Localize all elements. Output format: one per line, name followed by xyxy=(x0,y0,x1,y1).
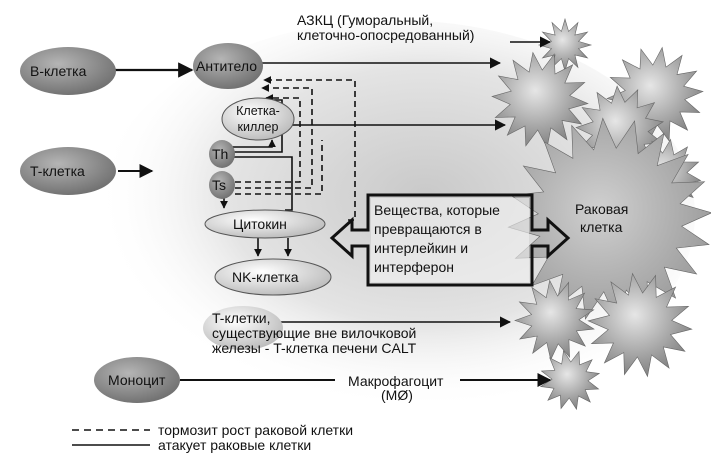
extrathymic-shape xyxy=(203,306,283,350)
dash-ts-1 xyxy=(235,94,301,183)
th-to-killer-1 xyxy=(232,139,276,148)
extrathymic-label-2: существующие вне вилочковой xyxy=(212,325,417,341)
extrathymic-label-1: T-клетки, xyxy=(212,310,271,326)
killer-cell-shape xyxy=(221,97,295,141)
th-to-cytokine xyxy=(232,156,293,211)
dash-ts-2 xyxy=(235,84,313,189)
cytokine-label: Цитокин xyxy=(233,216,287,232)
th-label: Th xyxy=(212,146,229,162)
b-cell-shape xyxy=(20,47,116,95)
ts-shape xyxy=(209,171,235,199)
cancer-cell-star xyxy=(491,51,589,149)
cancer-cell-star xyxy=(514,279,595,361)
substances-line-1: Вещества, которые xyxy=(374,202,500,218)
ts-label: Ts xyxy=(212,177,226,193)
killer-cell-label-2: киллер xyxy=(237,120,279,134)
antibody-shape xyxy=(193,43,263,89)
cancer-cell-cluster xyxy=(491,17,711,411)
t-cell-shape xyxy=(20,147,116,195)
adcc-label-1: АЗКЦ (Гуморальный, xyxy=(297,12,434,28)
substances-box xyxy=(329,193,571,287)
legend-dashed-label: тормозит рост раковой клетки xyxy=(158,422,354,438)
b-cell-label: B-клетка xyxy=(30,63,87,79)
nk-cell-shape xyxy=(214,258,332,296)
monocyte-shape xyxy=(94,357,180,403)
substances-line-4: интерферон xyxy=(374,259,454,275)
double-arrow-outline xyxy=(329,193,571,287)
t-cell-label: T-клетка xyxy=(30,163,85,179)
macrophage-label-2: (MØ) xyxy=(381,387,413,403)
cancer-cell-star xyxy=(539,349,601,411)
solid-arrows xyxy=(115,36,552,387)
legend-solid-label: атакует раковые клетки xyxy=(158,437,312,453)
cancer-cell-label-1: Раковая xyxy=(575,201,629,217)
dash-ts-3 xyxy=(235,140,323,195)
extrathymic-label-3: железы - T-клетка печени CALT xyxy=(212,340,417,356)
killer-cell-label-1: Клетка- xyxy=(236,104,280,118)
th-shape xyxy=(209,140,235,168)
substances-line-3: интерлейкин и xyxy=(374,240,469,256)
cytokine-shape xyxy=(204,209,326,239)
nk-cell-label: NK-клетка xyxy=(232,269,299,285)
cancer-cell-star xyxy=(587,272,693,378)
substances-line-2: превращаются в xyxy=(374,221,482,237)
cancer-cell-label-2: клетка xyxy=(580,219,623,235)
monocyte-label: Моноцит xyxy=(108,372,166,388)
antibody-label: Антитело xyxy=(196,58,257,74)
macrophage-label-1: Макрофагоцит xyxy=(348,373,444,389)
adcc-label-2: клеточно-опосредованный) xyxy=(297,27,475,43)
